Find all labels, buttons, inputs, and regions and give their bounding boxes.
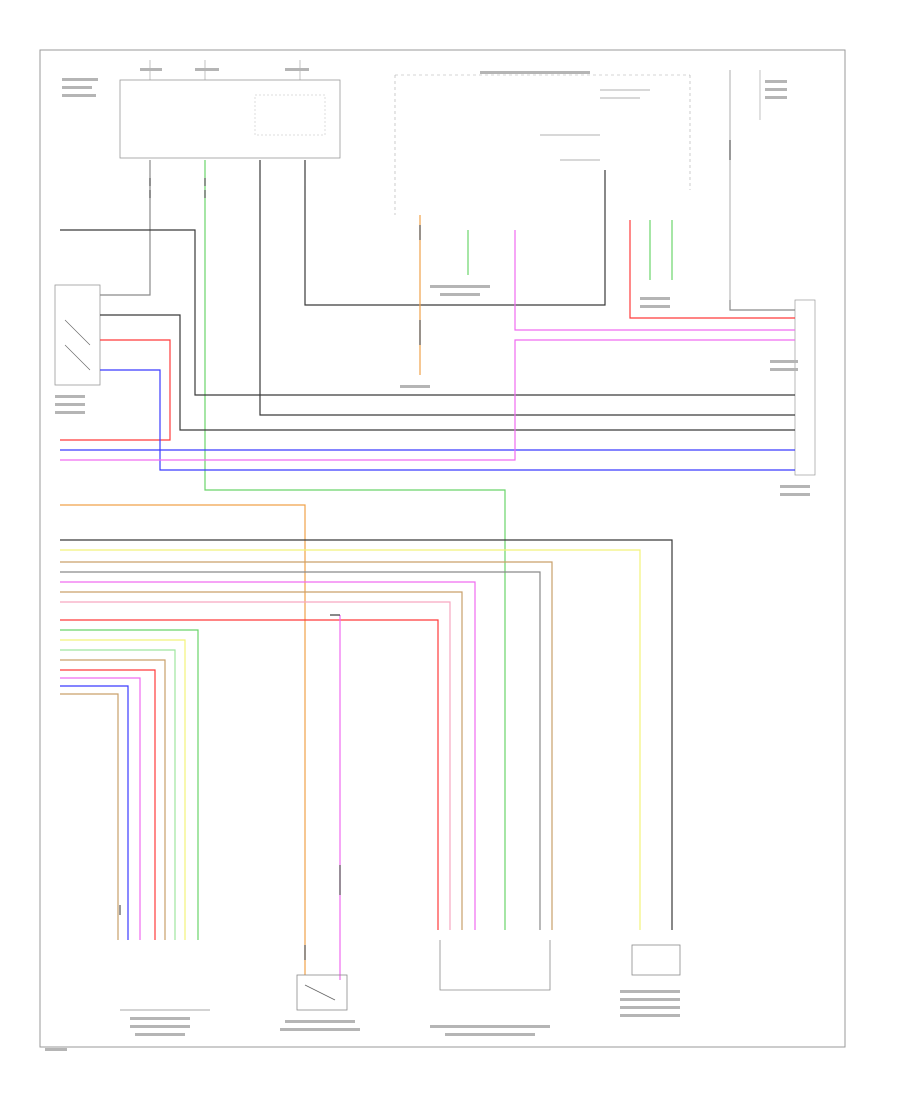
bottom-components xyxy=(120,940,681,1011)
wire-brown-2 xyxy=(60,591,463,930)
tiny-labels xyxy=(45,68,810,1051)
wire-yellow-2 xyxy=(60,639,186,940)
wire-blue-3 xyxy=(60,685,129,940)
wire-red-5 xyxy=(60,669,156,940)
wire-red-3 xyxy=(60,601,451,930)
wire-green-6 xyxy=(60,649,176,940)
wire-black-4 xyxy=(60,229,795,396)
top-middle-switch-block xyxy=(394,74,691,215)
wire-gray-1 xyxy=(100,160,151,296)
wire-violet-2 xyxy=(514,230,795,331)
wire-green-5 xyxy=(60,629,199,940)
wire-gray-3 xyxy=(60,571,541,930)
right-connector-block xyxy=(794,299,816,476)
wire-violet-3 xyxy=(60,581,476,930)
wire-green-1 xyxy=(204,160,506,930)
wire-black-3 xyxy=(100,314,795,431)
diagram-frame xyxy=(39,49,846,1048)
left-switch-block xyxy=(54,284,101,386)
wire-red-1 xyxy=(60,339,171,441)
wire-orange-2 xyxy=(60,504,306,975)
wire-brown-3 xyxy=(60,659,166,940)
bottom-switch-1 xyxy=(296,974,348,1011)
wire-brown-4 xyxy=(60,693,119,940)
bottom-switch-2 xyxy=(439,940,551,991)
wire-yellow-1 xyxy=(60,549,641,930)
wire-gray-2 xyxy=(729,300,795,311)
connector-ticks xyxy=(119,140,731,960)
bottom-module-right xyxy=(631,944,681,976)
wire-red-2 xyxy=(629,220,795,319)
wire-blue-1 xyxy=(100,369,795,471)
wire-brown-1 xyxy=(60,561,553,930)
wire-black-1 xyxy=(259,160,795,416)
wire-harness xyxy=(60,160,795,980)
wire-red-4 xyxy=(60,619,439,930)
wire-violet-4 xyxy=(60,677,141,940)
wire-violet-1 xyxy=(60,339,795,461)
top-left-module-block xyxy=(119,60,341,159)
wire-black-2 xyxy=(304,160,606,306)
wire-black-5 xyxy=(60,539,673,930)
